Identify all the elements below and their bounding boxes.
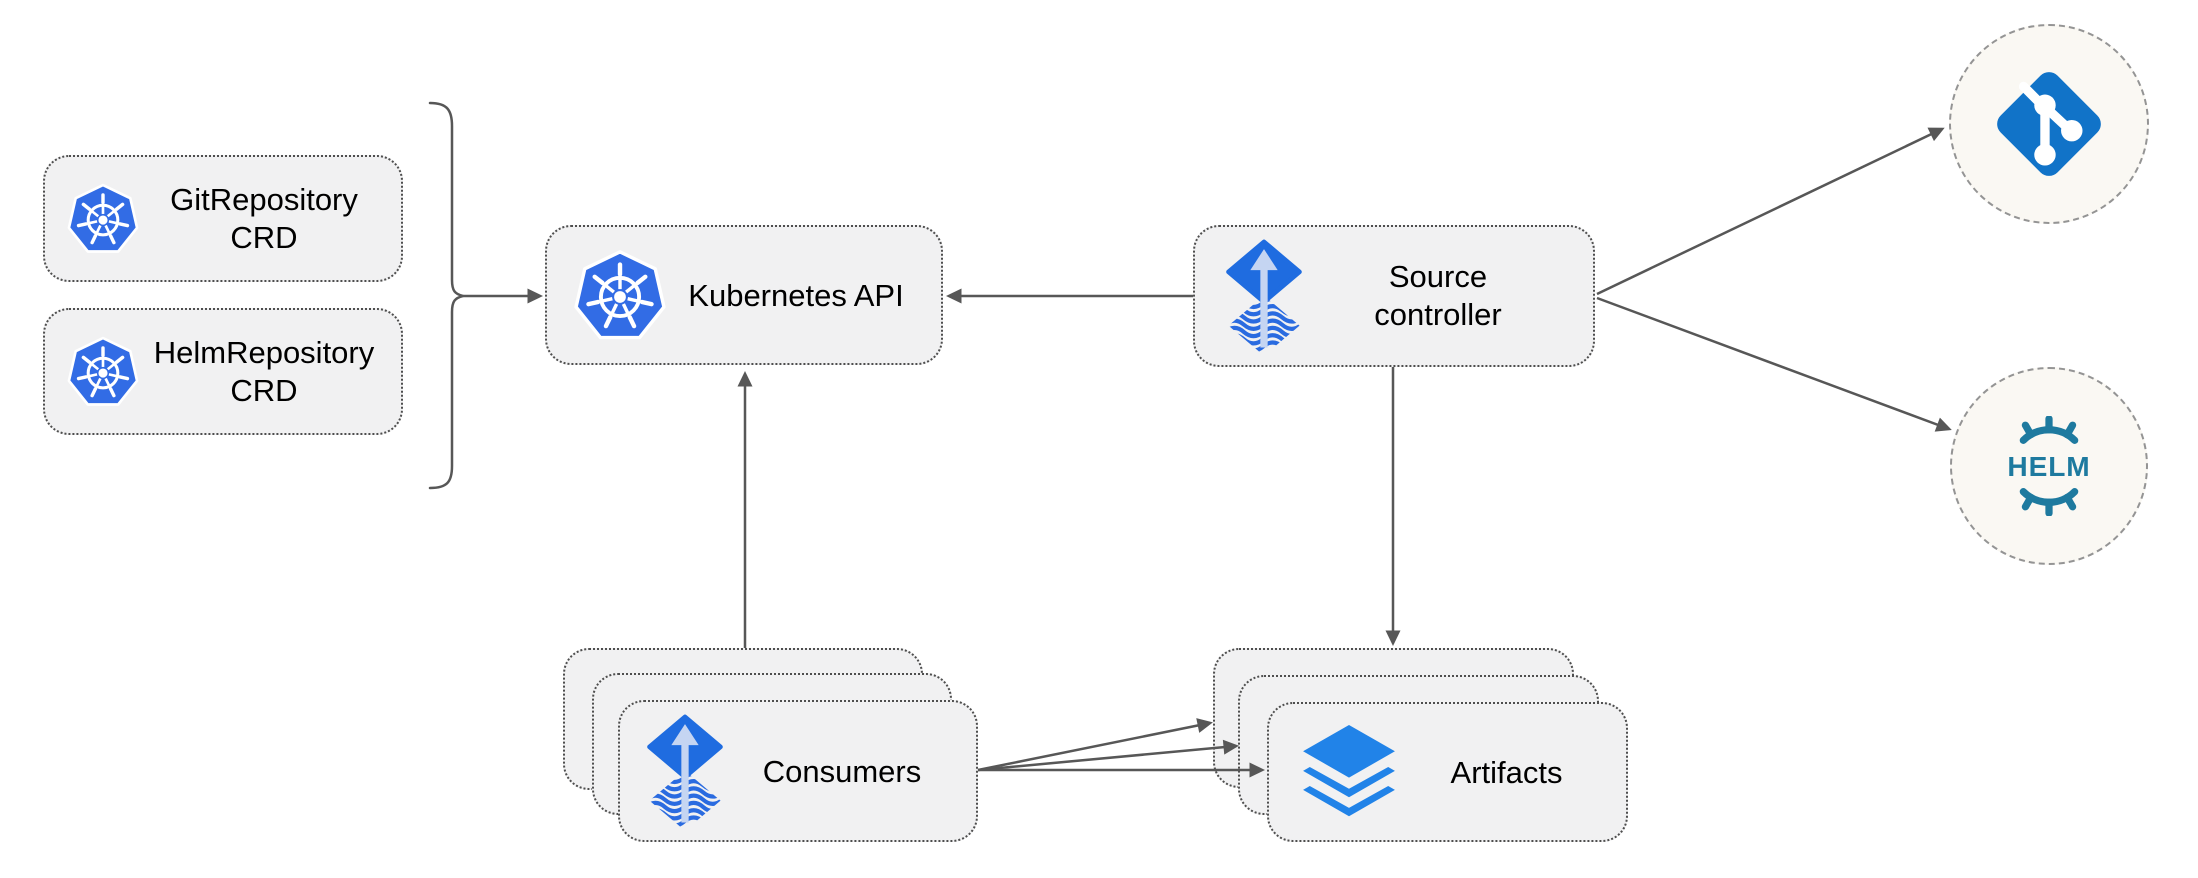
edge-source-controller-to-helm-remote (1596, 296, 1952, 432)
label-line: GitRepository (170, 181, 358, 217)
flux-source-icon (1223, 239, 1305, 354)
node-git-remote (1949, 24, 2149, 224)
label-line: Source (1388, 259, 1488, 294)
label-line: Artifacts (1450, 754, 1563, 790)
label-line: HelmRepository (153, 334, 375, 370)
git-icon (1997, 72, 2101, 176)
edge-consumers-to-artifacts-2 (977, 739, 1239, 772)
node-helm-remote: HELM (1950, 367, 2148, 565)
edge-consumers-to-artifacts-1 (977, 718, 1213, 772)
kubernetes-icon (65, 179, 141, 258)
label-line: controller (1374, 297, 1502, 332)
node-artifacts: Artifacts (1267, 702, 1628, 842)
node-kubernetes-api: Kubernetes API (545, 225, 943, 365)
crd-group-brace (428, 101, 464, 490)
kubernetes-icon (571, 244, 669, 346)
label-line: CRD (230, 219, 298, 255)
artifacts-stack: Artifacts (1213, 648, 1633, 848)
node-label: Consumers (732, 756, 952, 787)
node-gitrepository-crd: GitRepository CRD (43, 155, 403, 282)
node-content: Kubernetes API (547, 227, 941, 363)
label-line: CRD (230, 372, 298, 408)
node-content: HelmRepository CRD (45, 310, 401, 433)
kubernetes-icon (65, 332, 141, 411)
consumers-stack: Consumers (563, 648, 983, 848)
node-content: Consumers (620, 702, 976, 840)
label-line: Consumers (762, 753, 922, 789)
label-line: Kubernetes API (688, 277, 904, 313)
helm-logo-text: HELM (2007, 451, 2090, 482)
node-source-controller: Source controller (1193, 225, 1595, 367)
layers-icon (1293, 716, 1405, 828)
flux-source-icon (644, 714, 726, 829)
node-label: Source controller (1311, 258, 1565, 334)
node-consumers: Consumers (618, 700, 978, 842)
node-content: GitRepository CRD (45, 157, 401, 280)
node-label: GitRepository CRD (147, 181, 381, 257)
node-content: Source controller (1195, 227, 1593, 365)
edge-source-controller-to-git-remote (1596, 127, 1945, 296)
node-label: Kubernetes API (675, 280, 917, 311)
helm-icon: HELM (2007, 416, 2090, 516)
node-label: HelmRepository CRD (147, 334, 381, 410)
node-helmrepository-crd: HelmRepository CRD (43, 308, 403, 435)
node-label: Artifacts (1411, 757, 1602, 788)
node-content: Artifacts (1269, 704, 1626, 840)
